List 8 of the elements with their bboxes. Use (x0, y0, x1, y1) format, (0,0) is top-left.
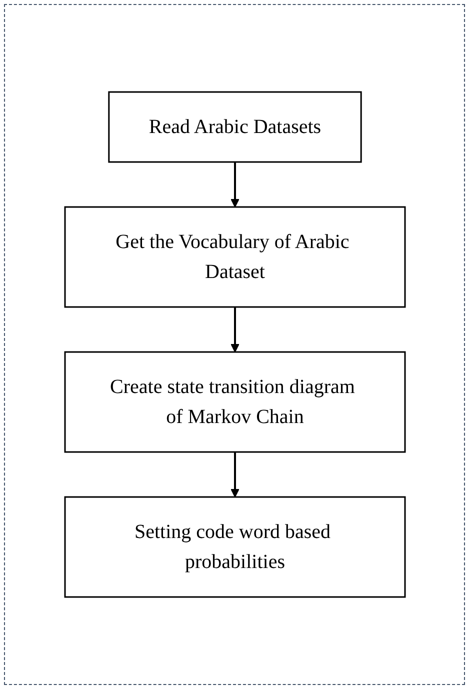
node-box (108, 91, 362, 163)
arrow (230, 452, 239, 498)
arrow (230, 307, 239, 352)
node-box (64, 496, 406, 598)
node-box (64, 206, 406, 308)
figure-frame: Read Arabic Datasets Get the Vocabulary of Arabic Dataset Create state transition diagram of Markov Chain Setting code word based probabilities (4, 4, 465, 685)
node-box (64, 351, 406, 453)
arrow (230, 162, 239, 208)
